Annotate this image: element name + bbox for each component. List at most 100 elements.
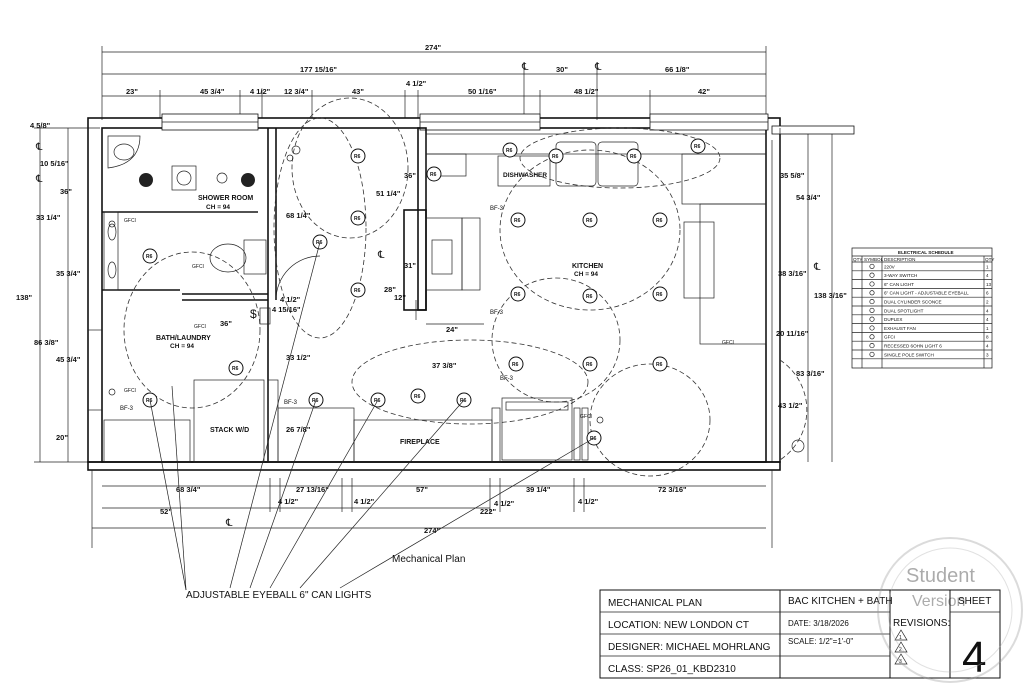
schedule-row-description: 220V bbox=[884, 264, 896, 269]
right-dimensions: 35 5/8" 54 3/4" 38 3/16" 138 3/16" 20 11… bbox=[776, 126, 847, 462]
title-sheet-number: 4 bbox=[962, 633, 986, 682]
can-light-label: R6 bbox=[354, 288, 361, 294]
centerline-mark-2: ℄ bbox=[594, 62, 602, 73]
can-light-icon: R6 bbox=[410, 388, 426, 404]
dim-top-c: 66 1/8" bbox=[665, 65, 690, 74]
can-light-label: R6 bbox=[414, 394, 421, 400]
dim-bottom-a: 68 3/4" bbox=[176, 485, 201, 494]
can-light-label: R6 bbox=[232, 366, 239, 372]
can-light-label: R6 bbox=[506, 148, 513, 154]
can-light-icon: R6 bbox=[582, 212, 598, 228]
dim-right-b: 54 3/4" bbox=[796, 193, 821, 202]
schedule-row-description: GFCI bbox=[884, 335, 895, 340]
gfci-label: GFCI bbox=[124, 388, 136, 394]
dim-left-c: 36" bbox=[60, 187, 72, 196]
gfci-label: GFCI bbox=[194, 324, 206, 330]
dim-left-e: 35 3/4" bbox=[56, 269, 81, 278]
dim-left-d: 33 1/4" bbox=[36, 213, 61, 222]
title-location: LOCATION: NEW LONDON CT bbox=[608, 620, 749, 631]
schedule-symbol-icon bbox=[869, 272, 875, 278]
bf3-label: BF-3 bbox=[490, 310, 504, 316]
centerline-mark-right: ℄ bbox=[813, 262, 821, 273]
dim-bottom-e: 72 3/16" bbox=[658, 485, 687, 494]
title-designer: DESIGNER: MICHAEL MOHRLANG bbox=[608, 642, 771, 653]
range-unit bbox=[501, 397, 573, 461]
schedule-row-qty: 2 bbox=[986, 300, 989, 305]
dim-top-e5: 43" bbox=[352, 87, 364, 96]
can-light-label: R6 bbox=[514, 218, 521, 224]
revision-triangles: 1 2 3 bbox=[894, 629, 908, 665]
schedule-row-description: 3-WAY SWITCH bbox=[884, 273, 917, 278]
dim-top-e2: 45 3/4" bbox=[200, 87, 225, 96]
can-light-icon: R6 bbox=[508, 356, 524, 372]
can-light-icon: R6 bbox=[652, 212, 668, 228]
schedule-symbol-icon bbox=[869, 325, 875, 331]
watermark-line1: Student bbox=[906, 565, 975, 587]
schedule-row-qty: 4 bbox=[986, 308, 989, 313]
dim-top-e3: 4 1/2" bbox=[250, 87, 271, 96]
dim-bottom-h: 4 1/2" bbox=[494, 499, 515, 508]
left-dimensions: 138" 4 5/8" 10 5/16" 36" 33 1/4" 35 3/4"… bbox=[16, 121, 100, 463]
can-light-icon: R6 bbox=[690, 138, 706, 154]
title-sheet-label: SHEET bbox=[958, 596, 991, 607]
gfci-label: GFCI bbox=[124, 218, 136, 224]
oven-icon bbox=[683, 221, 715, 299]
schedule-row-qty: 1 bbox=[986, 264, 989, 269]
schedule-row-qty: 13 bbox=[986, 282, 992, 287]
schedule-row-qty: 1 bbox=[986, 326, 989, 331]
dim-int-e: 4 15/16" bbox=[272, 305, 301, 314]
schedule-symbol-icon bbox=[869, 281, 875, 287]
dim-left-b: 10 5/16" bbox=[40, 159, 69, 168]
bf3-label: BF-3 bbox=[120, 406, 134, 412]
bf3-label: BF-3 bbox=[284, 400, 298, 406]
revision-triangle-icon bbox=[894, 641, 908, 653]
dim-top-overall: 274" bbox=[425, 43, 442, 52]
fixtures: $ STACK W/D FIREPLACE DISHWASHER bbox=[103, 133, 808, 463]
kitchen-label: KITCHEN bbox=[572, 263, 603, 270]
centerline-mark-1: ℄ bbox=[521, 62, 529, 73]
schedule-symbol-icon bbox=[869, 316, 875, 322]
dim-left-g: 45 3/4" bbox=[56, 355, 81, 364]
dim-int-a: 68 1/4" bbox=[286, 211, 311, 220]
gfci-label: GFCI bbox=[192, 264, 204, 270]
can-light-label: R6 bbox=[514, 292, 521, 298]
can-light-icon: R6 bbox=[626, 148, 642, 164]
can-light-label: R6 bbox=[512, 362, 519, 368]
can-light-label: R6 bbox=[656, 218, 663, 224]
can-light-icon: R6 bbox=[510, 286, 526, 302]
dim-top-e7: 48 1/2" bbox=[574, 87, 599, 96]
revision-triangle-icon bbox=[894, 653, 908, 665]
dim-int-d: 4 1/2" bbox=[280, 295, 301, 304]
stack-wd-unit bbox=[193, 379, 265, 463]
dim-right-d: 20 11/16" bbox=[776, 329, 809, 338]
dim-bottom-g: 4 1/2" bbox=[354, 497, 375, 506]
gfci-label: GFCI bbox=[580, 414, 592, 420]
title-class: CLASS: SP26_01_KBD2310 bbox=[608, 664, 736, 675]
dim-bottom-d: 39 1/4" bbox=[526, 485, 551, 494]
schedule-row-qty: 6 bbox=[986, 291, 989, 296]
can-light-icon: R6 bbox=[652, 286, 668, 302]
title-date: DATE: 3/18/2026 bbox=[788, 619, 849, 628]
dim-int-f: 36" bbox=[220, 319, 232, 328]
schedule-row-description: 6" CAN LIGHT - ADJUSTABLE EYEBALL bbox=[884, 291, 969, 296]
can-light-label: R6 bbox=[630, 154, 637, 160]
dim-right-f: 43 1/2" bbox=[778, 401, 803, 410]
dim-right-c: 38 3/16" bbox=[778, 269, 807, 278]
room-labels: SHOWER ROOM CH = 94 BATH/LAUNDRY CH = 94… bbox=[156, 195, 603, 350]
dim-bottom-b: 27 13/16" bbox=[296, 485, 329, 494]
dim-int-i: 31" bbox=[404, 261, 416, 270]
bottom-dimensions: 68 3/4" 27 13/16" 57" 39 1/4" 72 3/16" 4… bbox=[92, 478, 766, 535]
schedule-symbol-icon bbox=[869, 351, 875, 357]
can-light-icon: R6 bbox=[350, 210, 366, 226]
dim-int-c: 26 7/8" bbox=[286, 425, 311, 434]
dim-top-e4: 12 3/4" bbox=[284, 87, 309, 96]
dim-top-d: 4 1/2" bbox=[406, 79, 427, 88]
can-lights: R6 R6 R6 R6 R6 R6 R6 R6 R6 R6 R6 R6 R6 R… bbox=[142, 138, 706, 446]
shower-head-icon bbox=[139, 173, 153, 187]
dim-int-k: 12" bbox=[394, 293, 406, 302]
bf3-label: BF-3 bbox=[490, 206, 504, 212]
can-light-label: R6 bbox=[146, 398, 153, 404]
dim-top-e6: 50 1/16" bbox=[468, 87, 497, 96]
